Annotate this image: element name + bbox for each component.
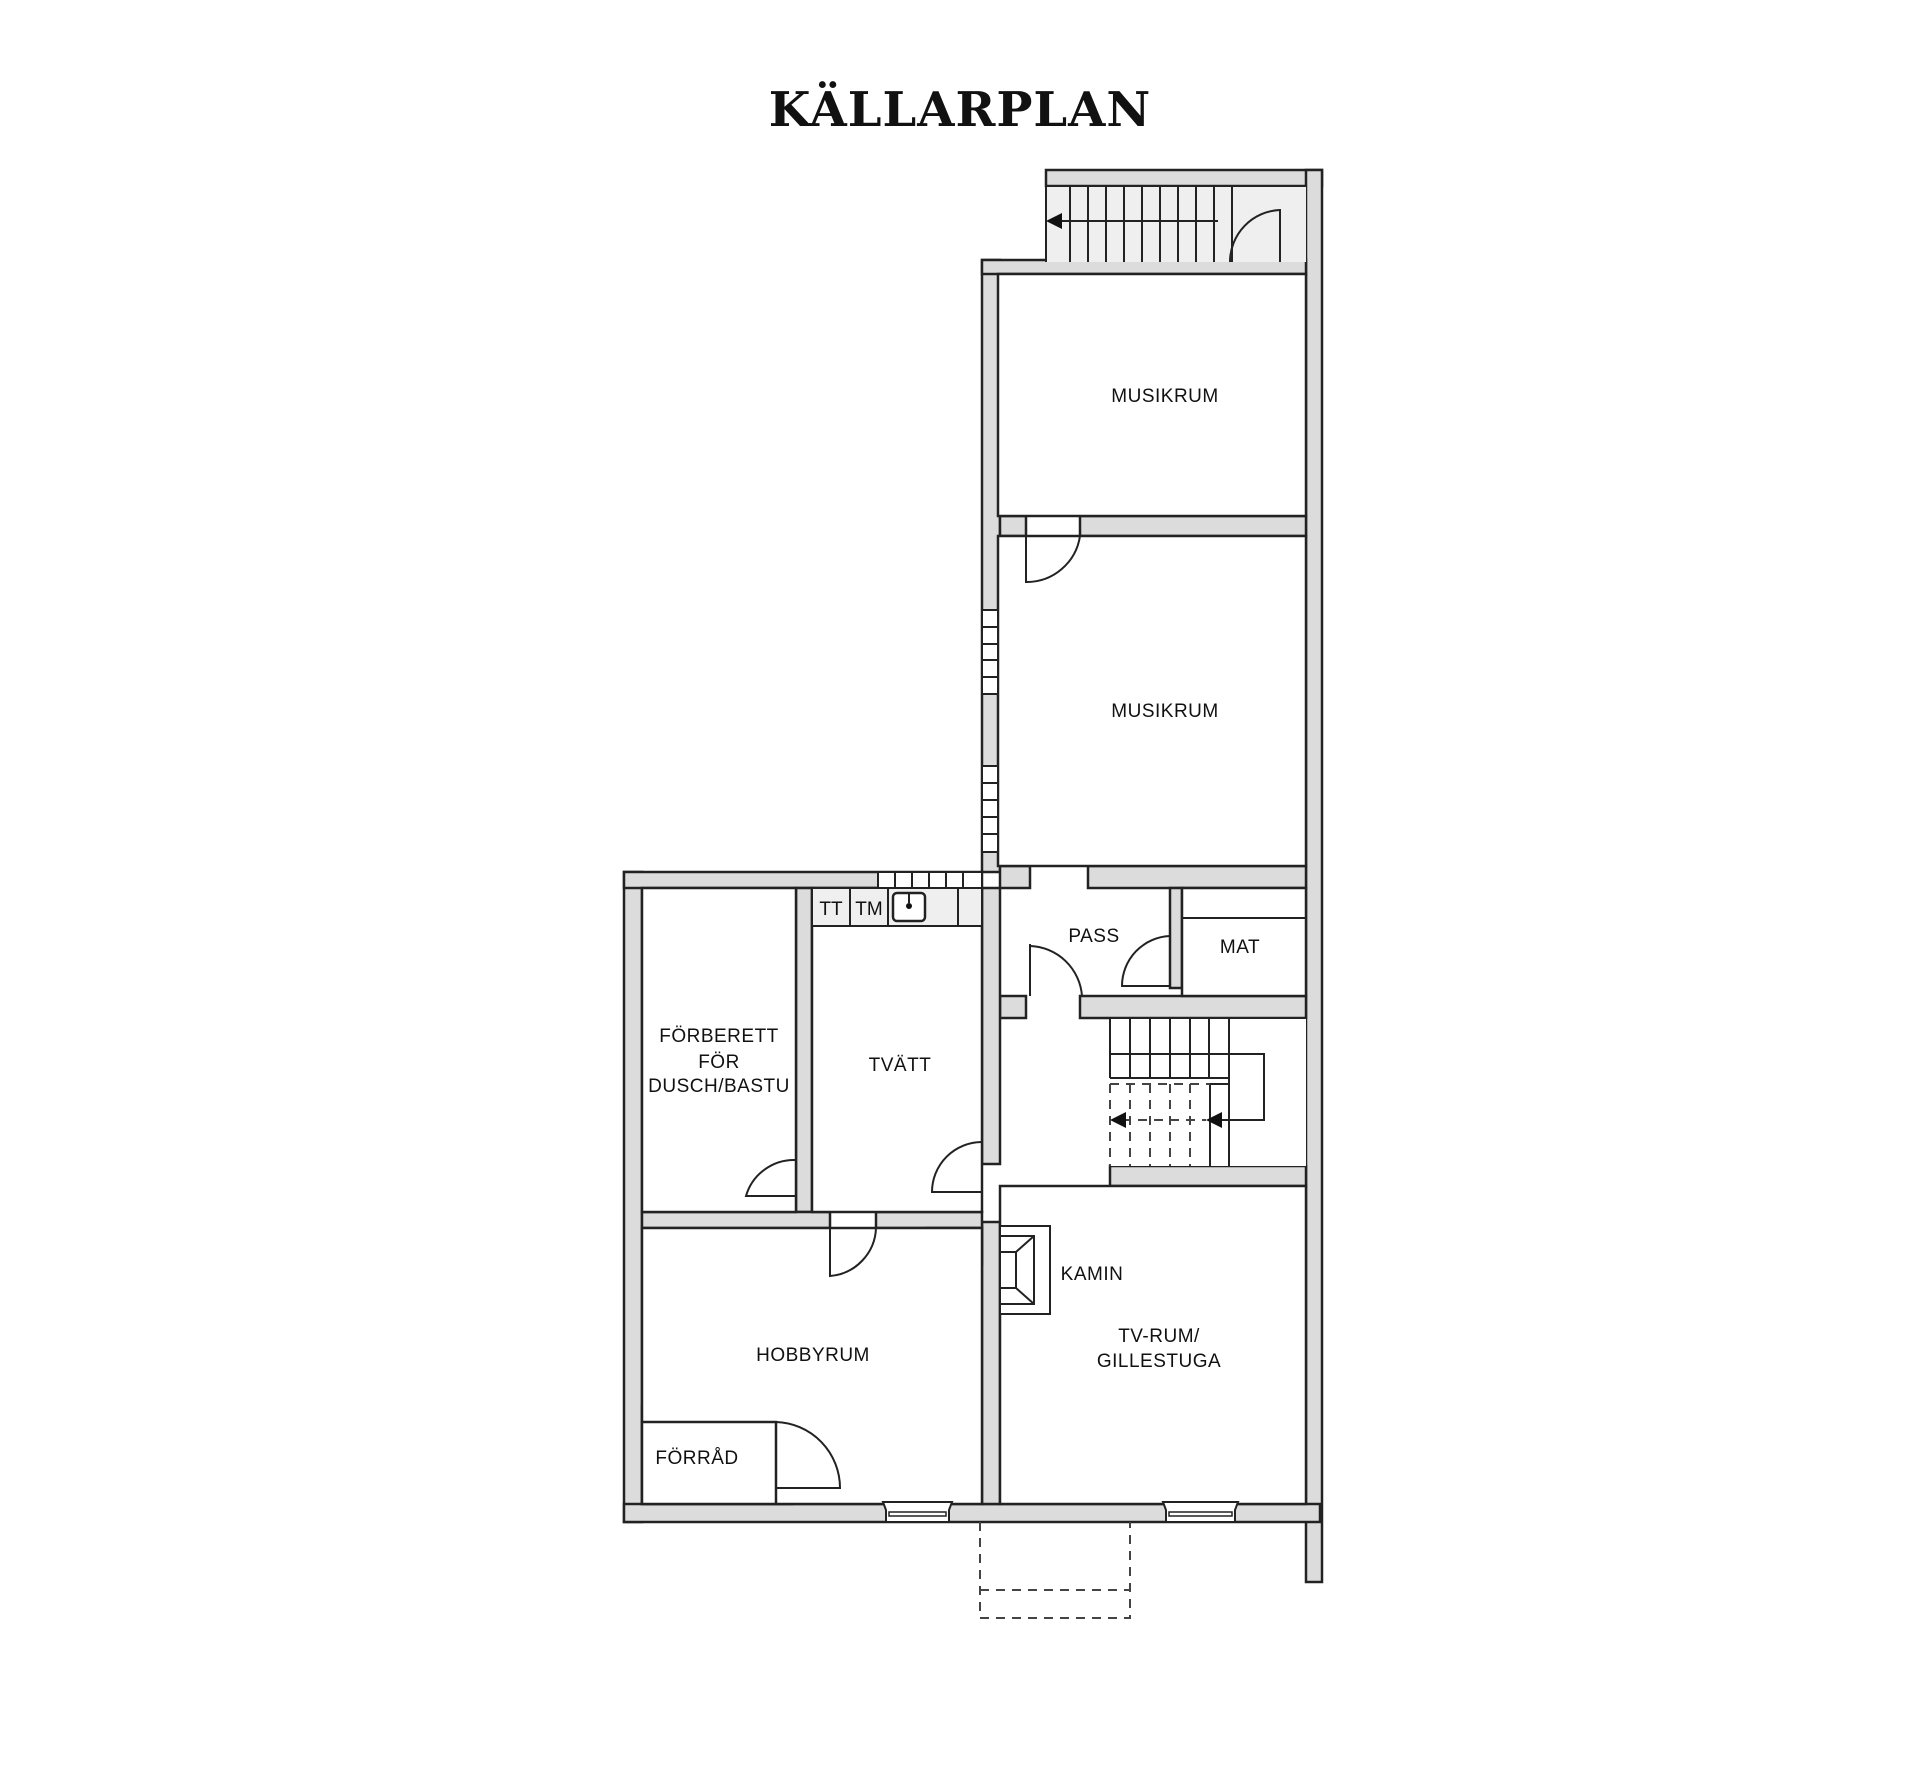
room-label-tvatt: TVÄTT: [869, 1055, 932, 1076]
room-label-dusch-line3: DUSCH/BASTU: [648, 1076, 790, 1097]
stair-arrow-icon: [1046, 213, 1062, 229]
room-floors: [640, 272, 1308, 1506]
entrance-door-swing: [1229, 208, 1281, 263]
room-label-forrad: FÖRRÅD: [655, 1448, 738, 1469]
entrance-stairs: [1045, 185, 1306, 263]
room-label-hobbyrum: HOBBYRUM: [756, 1345, 870, 1366]
room-label-musikrum-1: MUSIKRUM: [1111, 386, 1218, 407]
windows-south: [881, 1501, 1240, 1523]
appliance-tt: TT: [819, 899, 843, 920]
room-label-dusch-line1: FÖRBERETT: [659, 1026, 779, 1047]
doors: [744, 535, 1171, 1489]
plan-title: KÄLLARPLAN: [768, 82, 1152, 138]
room-label-pass: PASS: [1068, 926, 1119, 947]
room-label-mat: MAT: [1220, 937, 1260, 958]
fireplace-icon: [999, 1225, 1051, 1315]
stair-arrow-icon: [1206, 1112, 1222, 1128]
appliance-tm: TM: [855, 899, 882, 920]
interior-stairs: [1109, 1017, 1306, 1166]
laundry-counter: [811, 871, 983, 927]
room-label-tv-line1: TV-RUM/: [1118, 1326, 1200, 1347]
room-label-tv-line2: GILLESTUGA: [1097, 1351, 1221, 1372]
terrace-outline: [979, 1522, 1131, 1619]
windows-west: [981, 609, 999, 853]
room-label-dusch-line2: FÖR: [698, 1052, 740, 1073]
room-label-musikrum-2: MUSIKRUM: [1111, 701, 1218, 722]
label-kamin: KAMIN: [1061, 1264, 1124, 1285]
stair-arrow-icon: [1110, 1112, 1126, 1128]
